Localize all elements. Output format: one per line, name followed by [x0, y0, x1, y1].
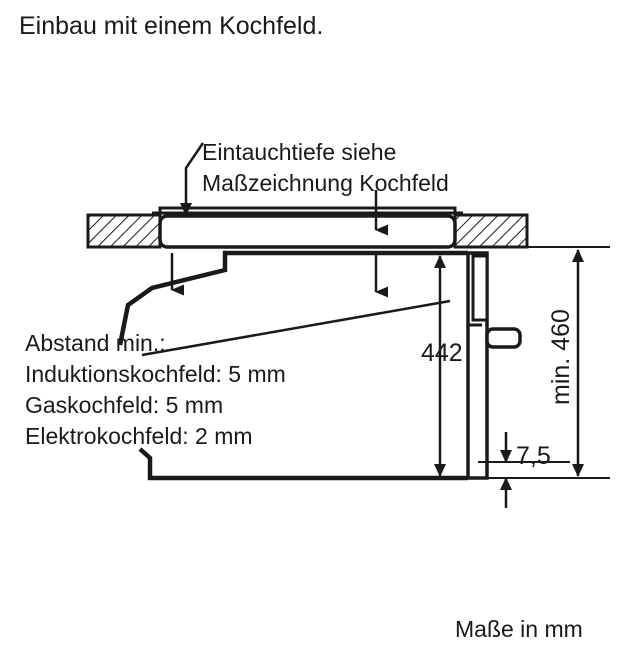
hob-note-line-1: Eintauchtiefe siehe [202, 139, 397, 165]
units-note: Maße in mm [455, 616, 583, 642]
oven-door-panel [466, 251, 489, 480]
dimension-7-5 [455, 432, 570, 508]
clearance-label-heading: Abstand min.: [25, 330, 166, 356]
clearance-label-gas: Gaskochfeld: 5 mm [25, 392, 224, 418]
dimension-min-460 [521, 246, 610, 479]
oven-door-handle [485, 327, 522, 349]
dimension-label-min-460: min. 460 [547, 309, 575, 405]
dimension-label-7-5: 7,5 [516, 442, 551, 470]
dimension-label-442: 442 [421, 339, 463, 367]
clearance-label-induction: Induktionskochfeld: 5 mm [25, 361, 286, 387]
hob-note-leader [180, 142, 205, 216]
worktop-right-section [453, 213, 529, 249]
dimension-442 [434, 255, 446, 477]
clearance-arrows-up [170, 253, 388, 298]
hob-note-line-2: Maßzeichnung Kochfeld [202, 170, 449, 196]
clearance-label-electric: Elektrokochfeld: 2 mm [25, 423, 253, 449]
oven-body-outline [117, 250, 468, 481]
cooktop-hob [152, 206, 463, 249]
worktop-left-section [86, 213, 162, 249]
page-title: Einbau mit einem Kochfeld. [19, 12, 324, 40]
